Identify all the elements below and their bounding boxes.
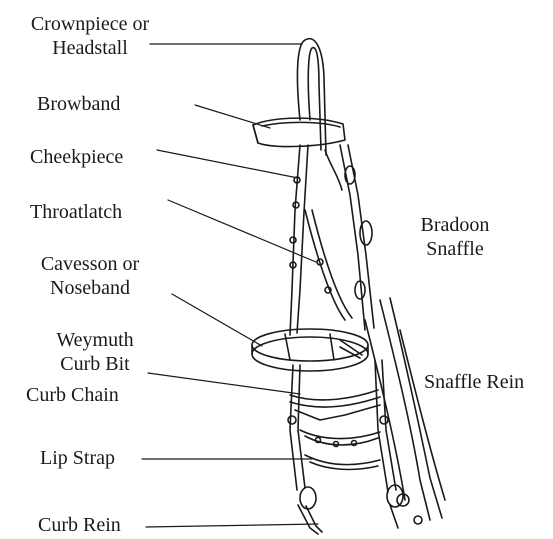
label-crownpiece: Crownpiece or Headstall bbox=[10, 12, 170, 60]
cheekpiece-strap bbox=[290, 145, 308, 335]
label-weymuth-line1: Weymuth bbox=[30, 328, 160, 352]
label-cavesson-line2: Noseband bbox=[20, 276, 160, 300]
label-weymuth-line2: Curb Bit bbox=[30, 352, 160, 376]
label-cavesson-line1: Cavesson or bbox=[20, 252, 160, 276]
label-bradoon-line1: Bradoon bbox=[400, 213, 510, 237]
browband-strap bbox=[253, 118, 345, 146]
curb-chain bbox=[300, 430, 380, 447]
label-weymuth: Weymuth Curb Bit bbox=[30, 328, 160, 376]
leader-browband bbox=[195, 105, 270, 128]
label-crownpiece-line2: Headstall bbox=[10, 36, 170, 60]
label-browband: Browband bbox=[37, 92, 120, 116]
label-snaffle-rein: Snaffle Rein bbox=[424, 370, 524, 394]
leader-cheekpiece bbox=[157, 150, 298, 178]
label-curb-chain: Curb Chain bbox=[26, 383, 119, 407]
throatlatch-strap bbox=[305, 210, 352, 320]
leader-weymuth bbox=[148, 373, 300, 394]
lip-strap bbox=[305, 455, 380, 469]
cavesson-noseband bbox=[252, 329, 368, 371]
label-cavesson: Cavesson or Noseband bbox=[20, 252, 160, 300]
bradoon-cheek bbox=[325, 145, 374, 330]
curb-rein-strap bbox=[298, 485, 403, 534]
label-cheekpiece: Cheekpiece bbox=[30, 145, 123, 169]
label-curb-rein: Curb Rein bbox=[38, 513, 121, 537]
label-lip-strap: Lip Strap bbox=[40, 446, 115, 470]
leader-cavesson bbox=[172, 294, 262, 346]
label-throatlatch: Throatlatch bbox=[30, 200, 122, 224]
leader-curb-rein bbox=[146, 524, 318, 527]
label-crownpiece-line1: Crownpiece or bbox=[10, 12, 170, 36]
label-bradoon: Bradoon Snaffle bbox=[400, 213, 510, 261]
crownpiece-strap bbox=[297, 39, 326, 155]
label-bradoon-line2: Snaffle bbox=[400, 237, 510, 261]
